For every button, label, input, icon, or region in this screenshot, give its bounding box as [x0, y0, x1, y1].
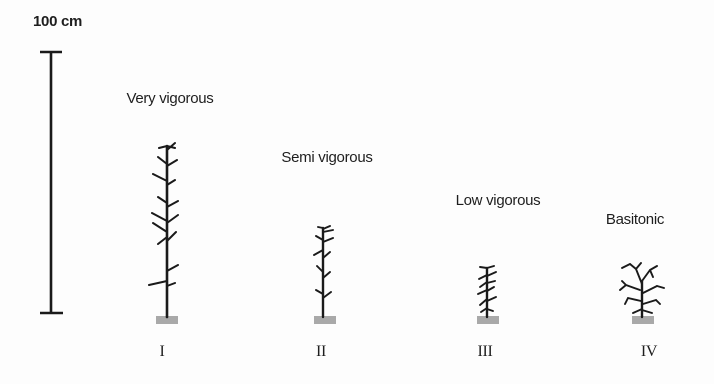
plant-ii-semi-vigorous-icon: [314, 226, 336, 324]
numeral-iv: IV: [641, 343, 657, 361]
scale-bar: [40, 52, 63, 313]
plant-i-very-vigorous-icon: [149, 143, 178, 324]
category-label-iv: Basitonic: [606, 211, 664, 228]
numeral-ii: II: [316, 343, 326, 361]
plant-iv-basitonic-icon: [620, 263, 664, 324]
scale-bar-label: 100 cm: [33, 13, 82, 30]
category-label-i: Very vigorous: [127, 90, 214, 107]
plant-iii-low-vigorous-icon: [477, 266, 499, 324]
numeral-iii: III: [477, 343, 492, 361]
numeral-i: I: [159, 343, 164, 361]
ground-mark: [314, 316, 336, 324]
category-label-iii: Low vigorous: [456, 192, 541, 209]
category-label-ii: Semi vigorous: [281, 149, 372, 166]
